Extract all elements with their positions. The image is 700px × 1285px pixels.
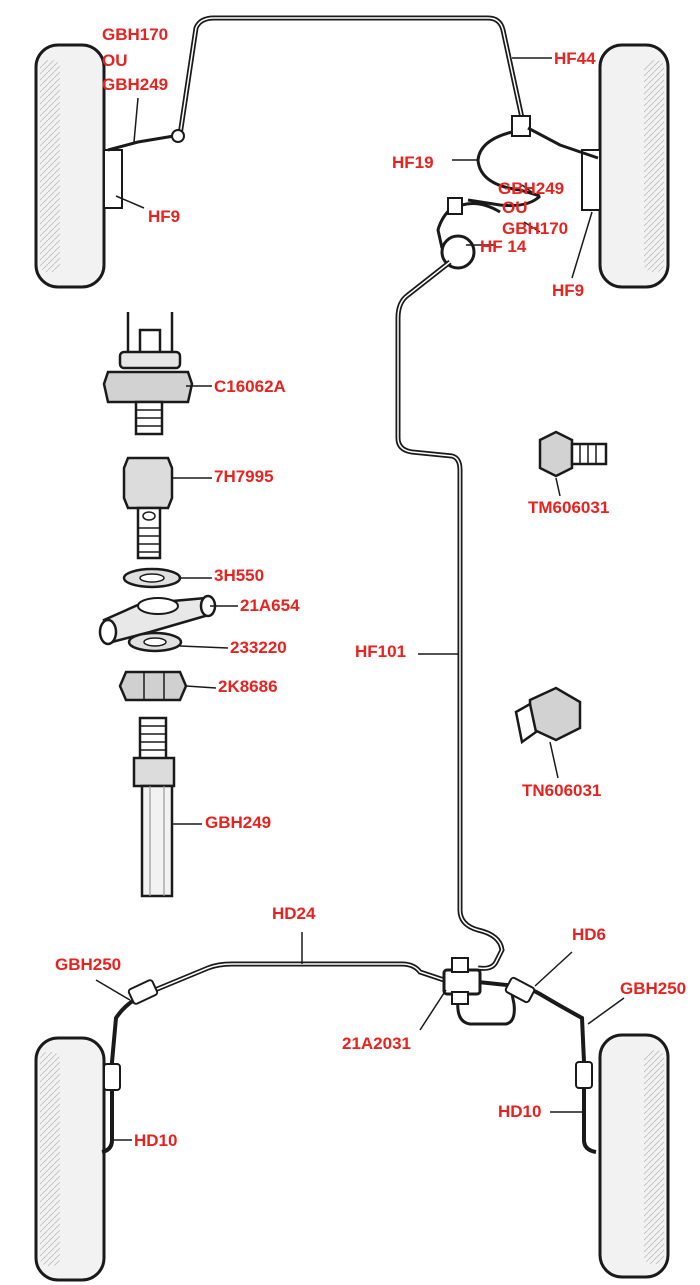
label-hd24: HD24 (272, 904, 316, 923)
front-crossover-pipe (107, 15, 525, 152)
master-cylinder (436, 197, 501, 270)
label-7h7995: 7H7995 (214, 467, 274, 486)
label-gbh249-top: GBH249 (102, 75, 169, 94)
rear-left-wheel (34, 1036, 106, 1282)
label-c16062a: C16062A (214, 377, 286, 396)
brake-hose (132, 716, 176, 898)
label-gbh170-right: GBH170 (502, 219, 569, 238)
hex-nut (118, 670, 188, 702)
rear-pipes (101, 961, 597, 1154)
label-ou-top: OU (102, 51, 128, 70)
label-hf19: HF19 (392, 153, 434, 172)
label-tn606031: TN606031 (522, 781, 602, 800)
label-3h550: 3H550 (214, 566, 265, 585)
rear-right-wheel (598, 1033, 670, 1279)
main-pipe (395, 260, 505, 971)
tm-union-bolt (538, 430, 608, 478)
label-gbh249-right: GBH249 (498, 179, 565, 198)
label-hf9-left: HF9 (148, 207, 181, 226)
label-hd6: HD6 (572, 925, 607, 944)
label-21a2031: 21A2031 (342, 1034, 412, 1053)
label-ou-right: OU (502, 198, 528, 217)
label-21a654: 21A654 (240, 596, 300, 615)
tn-union-nut (514, 686, 582, 745)
banjo-bolt (122, 456, 174, 560)
front-right-junction (467, 115, 599, 208)
label-gbh170-top: GBH170 (102, 25, 169, 44)
washer-upper (122, 567, 182, 589)
pressure-switch (102, 312, 194, 436)
label-gbh249-hose: GBH249 (205, 813, 272, 832)
label-hf101: HF101 (355, 642, 407, 661)
label-hd10-left: HD10 (134, 1131, 178, 1150)
front-right-wheel (581, 43, 670, 289)
label-hf9-right: HF9 (552, 281, 585, 300)
four-way-connector (442, 957, 482, 1005)
label-gbh250-left: GBH250 (55, 955, 122, 974)
label-hf44: HF44 (554, 49, 596, 68)
front-left-wheel (34, 43, 123, 289)
label-hf14: HF 14 (480, 237, 527, 256)
banjo-union (98, 594, 217, 646)
washer-lower (127, 631, 183, 653)
label-233220: 233220 (230, 638, 287, 657)
label-gbh250-right: GBH250 (620, 979, 687, 998)
label-tm606031: TM606031 (528, 498, 610, 517)
label-hd10-right: HD10 (498, 1102, 542, 1121)
leader-lines (95, 57, 625, 1141)
label-2k8686: 2K8686 (218, 677, 278, 696)
